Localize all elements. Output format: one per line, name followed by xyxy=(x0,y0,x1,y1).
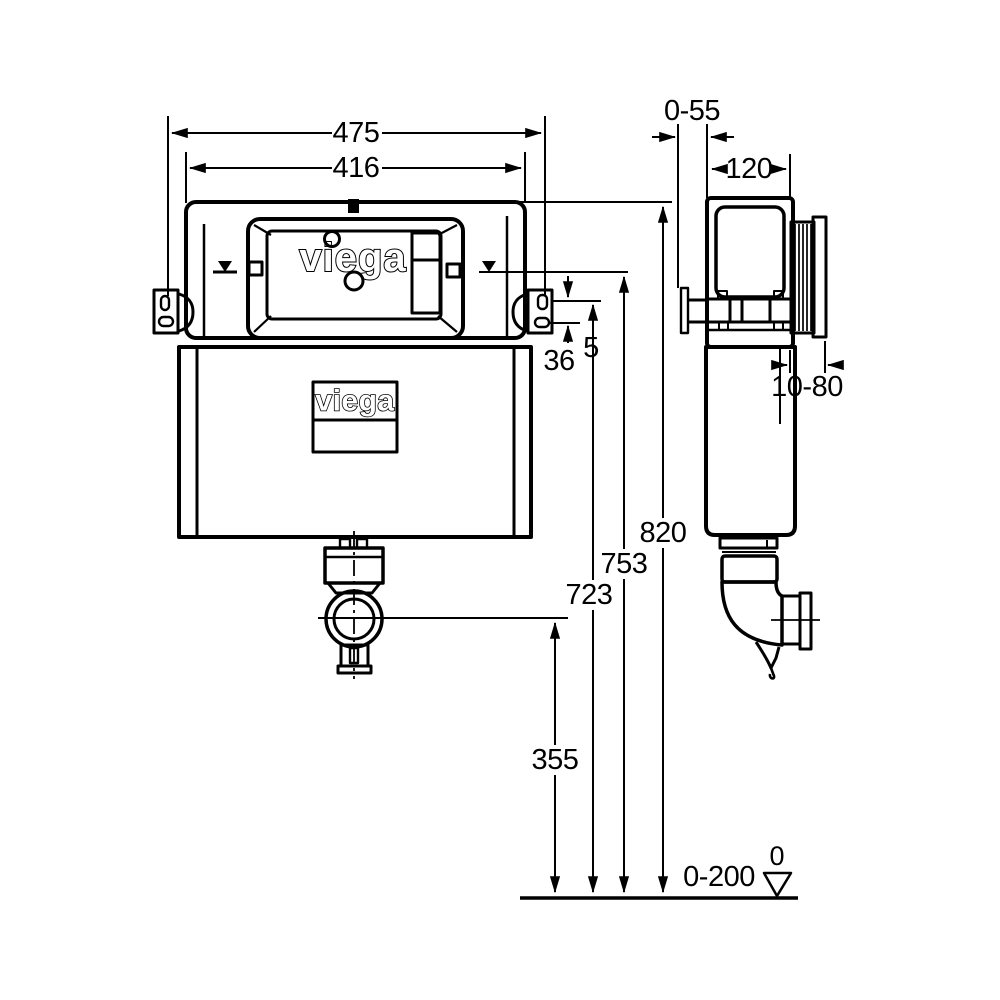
side-top-box xyxy=(705,196,795,349)
dim-bracket-label: 36 xyxy=(543,345,574,377)
dim-fixing-height-label: 723 xyxy=(566,579,613,611)
top-notch xyxy=(348,199,359,213)
dim-floor-range-label: 0-200 xyxy=(683,861,755,893)
dim-overall-width-label: 475 xyxy=(333,117,380,149)
dim-body-depth-label: 120 xyxy=(726,153,773,185)
dim-frame-width-label: 416 xyxy=(333,152,380,184)
brand-logo-plate: viega xyxy=(315,385,394,418)
side-view xyxy=(679,196,828,680)
dim-total-height-label: 820 xyxy=(640,517,687,549)
dim-outlet-height-label: 355 xyxy=(532,744,579,776)
bracket-left xyxy=(152,288,195,335)
dim-water-level-label: 753 xyxy=(601,548,648,580)
panel-clip-left xyxy=(247,260,264,277)
label-backings xyxy=(531,518,687,775)
dim-sleeve-range-label: 10-80 xyxy=(771,371,843,403)
cistern-body xyxy=(177,345,533,539)
panel-clip-right xyxy=(445,262,462,279)
brand-logo-dots xyxy=(323,230,365,292)
label-plate xyxy=(311,418,399,454)
front-view xyxy=(152,199,554,679)
telescopic-sleeve xyxy=(789,215,828,339)
dim-bracket-sup-label: 5 xyxy=(583,332,599,364)
panel-insert xyxy=(410,231,442,315)
dim-wall-offset-label: 0-55 xyxy=(664,95,720,127)
water-level-icon xyxy=(213,261,496,274)
datum-triangle xyxy=(762,871,793,898)
access-panel xyxy=(246,217,465,340)
labels: 475 416 36 5 355 723 753 820 0-55 120 10… xyxy=(298,95,843,893)
wall-anchor-arm xyxy=(679,286,707,335)
flush-bend xyxy=(718,536,820,680)
datum-zero-label: 0 xyxy=(769,841,784,871)
floor xyxy=(520,871,798,900)
mounting-plate xyxy=(811,215,828,339)
